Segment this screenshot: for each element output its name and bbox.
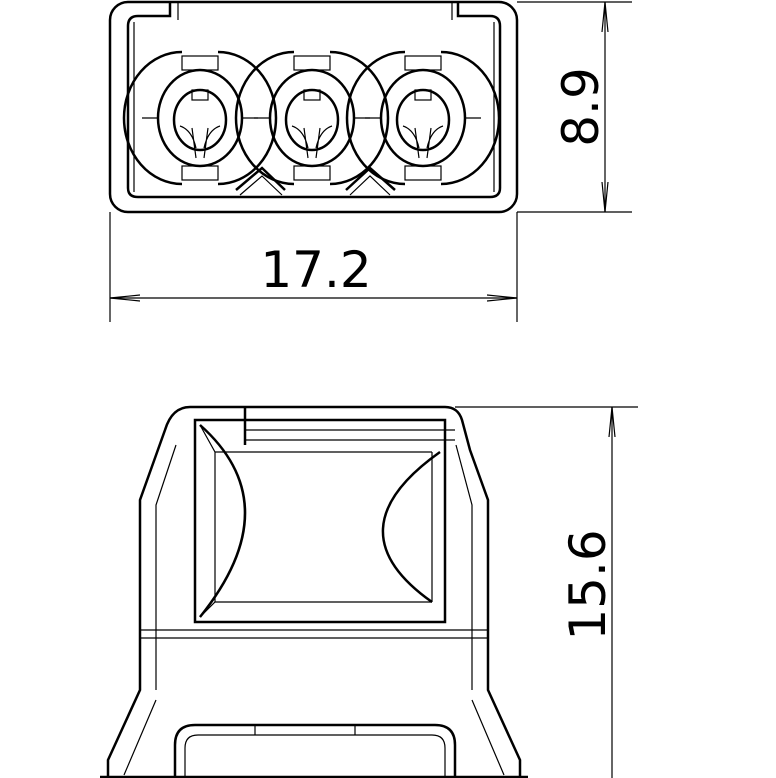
width-label: 17.2: [260, 241, 371, 299]
height-dimension: 8.9: [517, 1, 632, 213]
wire-port-2: [234, 50, 390, 186]
wire-port-1: [122, 50, 278, 186]
side-view: [100, 405, 528, 778]
front-view: [108, 0, 519, 214]
depth-dimension: 15.6: [455, 406, 638, 778]
width-dimension: 17.2: [109, 212, 518, 322]
depth-label: 15.6: [559, 529, 617, 640]
height-label: 8.9: [552, 67, 610, 147]
